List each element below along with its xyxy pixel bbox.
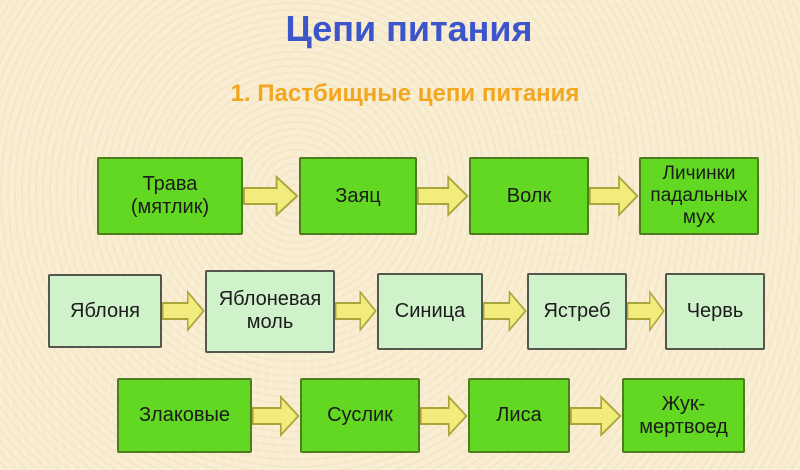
chain-box-label: Жук-мертвоед	[639, 392, 728, 438]
chain-box-hawk: Ястреб	[527, 272, 627, 350]
chain-box-fox: Лиса	[468, 378, 570, 453]
chain-box-label: Яблоневая моль	[218, 288, 322, 333]
chain-box-grass: Трава (мятлик)	[97, 157, 243, 235]
food-chain-row-1: Трава (мятлик) Заяц Волк Личинки падальн…	[97, 153, 759, 239]
arrow-right-icon	[570, 394, 622, 437]
chain-box-label: Суслик	[327, 404, 393, 426]
chain-box-hare: Заяц	[299, 157, 417, 235]
chain-box-label: Лиса	[496, 404, 542, 426]
chain-box-apple-tree: Яблоня	[48, 274, 162, 348]
arrow-right-icon	[420, 394, 468, 437]
arrow-right-icon	[589, 174, 639, 218]
chain-box-tit: Синица	[377, 272, 483, 350]
chain-box-apple-moth: Яблоневая моль	[205, 269, 335, 353]
food-chain-row-3: Злаковые Суслик Лиса Жук-мертвоед	[117, 378, 745, 453]
arrow-right-icon	[627, 289, 665, 333]
arrow-right-icon	[417, 174, 469, 218]
chain-box-label: Трава (мятлик)	[130, 173, 210, 218]
arrow-right-icon	[335, 289, 377, 333]
arrow-right-icon	[252, 394, 300, 437]
chain-box-label: Злаковые	[138, 404, 231, 426]
chain-box-larvae: Личинки падальных мух	[639, 157, 759, 235]
chain-box-label: Червь	[686, 299, 744, 322]
arrow-right-icon	[162, 289, 205, 333]
chain-box-gopher: Суслик	[300, 378, 420, 453]
chain-box-label: Волк	[506, 184, 552, 207]
chain-box-wolf: Волк	[469, 157, 589, 235]
chain-box-label: Заяц	[335, 184, 381, 207]
section-subtitle: 1. Пастбищные цепи питания	[230, 80, 580, 107]
chain-box-carrion-beetle: Жук-мертвоед	[622, 378, 745, 453]
arrow-right-icon	[483, 289, 527, 333]
arrow-right-icon	[243, 174, 299, 218]
chain-box-label: Синица	[394, 299, 466, 322]
page-title: Цепи питания	[285, 8, 533, 49]
chain-box-worm: Червь	[665, 272, 765, 350]
chain-box-label: Яблоня	[70, 299, 140, 322]
food-chain-row-2: Яблоня Яблоневая моль Синица Ястреб Черв…	[48, 268, 765, 354]
chain-box-label: Личинки падальных мух	[650, 163, 748, 228]
chain-box-cereals: Злаковые	[117, 378, 252, 453]
chain-box-label: Ястреб	[543, 299, 611, 322]
